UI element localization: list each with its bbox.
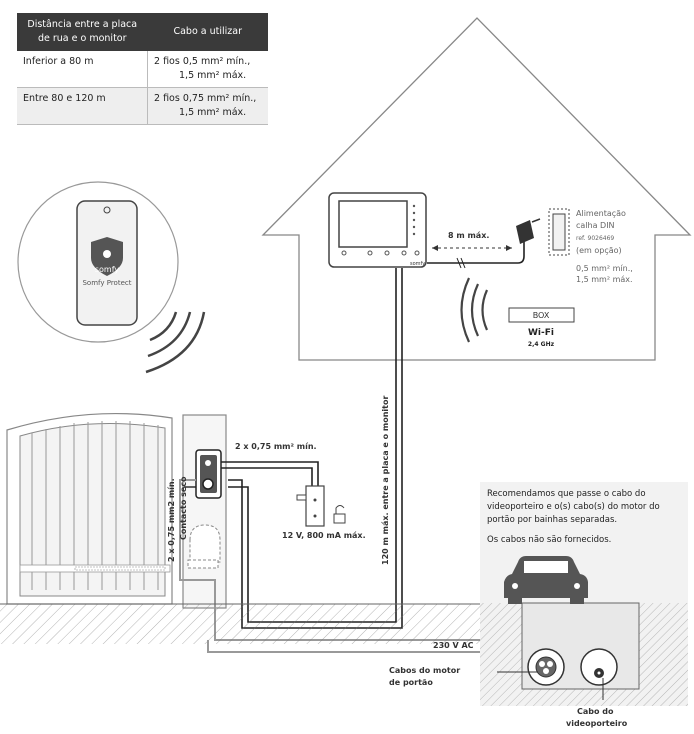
lock-power-label: 12 V, 800 mA máx. xyxy=(282,531,366,540)
monitor-screen xyxy=(338,200,408,248)
electric-lock-icon xyxy=(296,485,346,527)
lock-cable xyxy=(221,461,319,486)
cable-line: 2 fios 0,5 mm² mín., xyxy=(154,56,251,67)
wifi-label: Wi-Fi xyxy=(528,328,554,338)
power-option: (em opção) xyxy=(576,246,622,255)
car-icon xyxy=(504,556,588,604)
power-cable xyxy=(427,240,525,264)
power-adapter-icon xyxy=(516,220,534,244)
video-cable-label: videoporteiro xyxy=(566,719,628,728)
sliding-gate xyxy=(6,412,173,605)
motor-cables-label: de portão xyxy=(389,678,433,687)
power-cable-spec: 0,5 mm² mín., xyxy=(576,264,633,273)
not-supplied-text: Os cabos não são fornecidos. xyxy=(487,535,611,545)
camera-icon xyxy=(205,460,211,466)
motor-conduit xyxy=(527,648,565,686)
monitor-brand: somfy xyxy=(410,261,425,267)
phone-app-label: Somfy Protect xyxy=(82,279,131,287)
motor-cables-label: Cabos do motor xyxy=(389,666,460,675)
table-cell-cable: 2 fios 0,75 mm² mín., 1,5 mm² máx. xyxy=(147,87,268,125)
video-conduit xyxy=(580,648,618,686)
monitor-button-icon xyxy=(401,250,407,256)
signal-wave-icon xyxy=(149,311,178,342)
vertical-cable-label: 2 x 0,75 mm2 mín. xyxy=(167,478,176,562)
lock-cable xyxy=(221,467,313,486)
table-header-distance: Distância entre a placa de rua e o monit… xyxy=(17,13,148,51)
mains-cable xyxy=(207,640,480,653)
monitor-button-icon xyxy=(384,250,390,256)
table-row: Inferior a 80 m 2 fios 0,5 mm² mín., 1,5… xyxy=(17,51,268,88)
wifi-wave-icon xyxy=(481,289,489,331)
distance-label: 8 m máx. xyxy=(448,231,489,240)
door-station xyxy=(195,449,222,499)
camera-icon xyxy=(103,206,111,214)
cable-line: 1,5 mm² máx. xyxy=(179,70,247,81)
power-label: Alimentação xyxy=(576,209,626,218)
signal-wave-icon xyxy=(145,311,206,374)
table-row: Entre 80 e 120 m 2 fios 0,75 mm² mín., 1… xyxy=(17,87,268,125)
monitor-button-icon xyxy=(367,250,373,256)
mains-label: 230 V AC xyxy=(433,641,474,650)
monitor-button-icon xyxy=(414,250,420,256)
recommendation-text: videoporteiro e o(s) cabo(s) do motor do xyxy=(487,502,660,512)
call-button-icon xyxy=(202,478,214,490)
cable-line: 1,5 mm² máx. xyxy=(179,107,247,118)
internet-box xyxy=(508,307,575,323)
power-ref: ref. 9026469 xyxy=(576,235,614,242)
wifi-frequency: 2,4 GHz xyxy=(528,341,555,348)
wifi-wave-icon xyxy=(470,283,479,337)
long-cable-label: 120 m máx. entre a placa e o monitor xyxy=(381,396,390,565)
phone-illustration: somfy Somfy Protect xyxy=(17,181,206,374)
table-cell-distance: Inferior a 80 m xyxy=(17,51,148,88)
dry-contact-label: Contacto seco xyxy=(179,476,188,540)
lock-cable-label: 2 x 0,75 mm² mín. xyxy=(235,442,317,451)
cable-line: 2 fios 0,75 mm² mín., xyxy=(154,93,257,104)
ground-hatch xyxy=(0,604,480,644)
house-outline xyxy=(261,17,692,361)
indoor-monitor: somfy xyxy=(328,192,427,268)
table-cell-cable: 2 fios 0,5 mm² mín., 1,5 mm² máx. xyxy=(147,51,268,88)
signal-wave-icon xyxy=(147,311,192,358)
cable-table: Distância entre a placa de rua e o monit… xyxy=(17,13,268,125)
power-label: calha DIN xyxy=(576,221,615,230)
gate-pillar xyxy=(182,414,227,609)
power-cable-spec: 1,5 mm² máx. xyxy=(576,275,633,284)
monitor-button-icon xyxy=(341,250,347,256)
din-module-icon xyxy=(548,208,570,256)
table-cell-distance: Entre 80 e 120 m xyxy=(17,87,148,125)
video-cable-label: Cabo do xyxy=(577,707,614,716)
wifi-wave-icon xyxy=(460,277,470,343)
box-label: BOX xyxy=(533,311,550,320)
gate-motor xyxy=(187,524,221,569)
phone-brand: somfy xyxy=(95,265,120,274)
table-header-cable: Cabo a utilizar xyxy=(147,13,268,51)
recommendation-text: portão por bainhas separadas. xyxy=(487,515,617,525)
recommendation-text: Recomendamos que passe o cabo do xyxy=(487,489,646,499)
